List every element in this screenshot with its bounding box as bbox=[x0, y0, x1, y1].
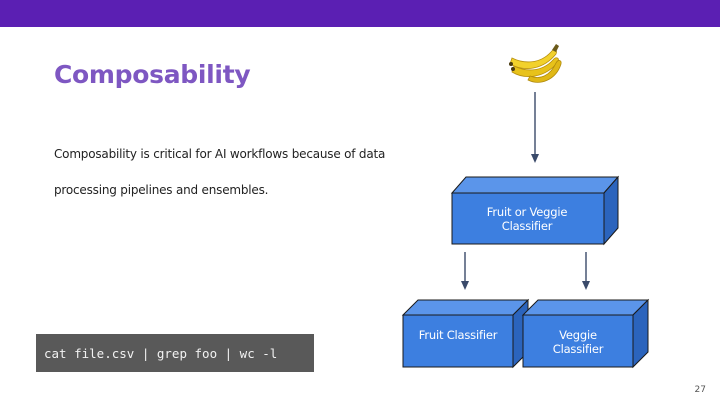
banana-icon bbox=[509, 44, 562, 83]
veggie-classifier-label: Veggie Classifier bbox=[552, 328, 604, 356]
arrow-to-fruit-classifier bbox=[461, 252, 469, 290]
header-bar bbox=[0, 0, 720, 27]
fruit-classifier-label: Fruit Classifier bbox=[418, 328, 498, 342]
fruit-or-veggie-classifier-box bbox=[450, 175, 620, 246]
body-line-2: processing pipelines and ensembles. bbox=[54, 183, 269, 197]
page-number: 27 bbox=[694, 385, 706, 395]
body-line-1: Composability is critical for AI workflo… bbox=[54, 147, 386, 161]
slide-title: Composability bbox=[54, 60, 251, 89]
slide-body-text: Composability is critical for AI workflo… bbox=[54, 136, 394, 208]
top-classifier-label: Fruit or Veggie Classifier bbox=[486, 205, 568, 233]
arrow-to-veggie-classifier bbox=[582, 252, 590, 290]
arrow-banana-to-classifier bbox=[531, 92, 539, 163]
code-snippet: cat file.csv | grep foo | wc -l bbox=[36, 334, 314, 372]
veggie-classifier-box bbox=[521, 298, 650, 369]
fruit-classifier-box bbox=[401, 298, 530, 369]
